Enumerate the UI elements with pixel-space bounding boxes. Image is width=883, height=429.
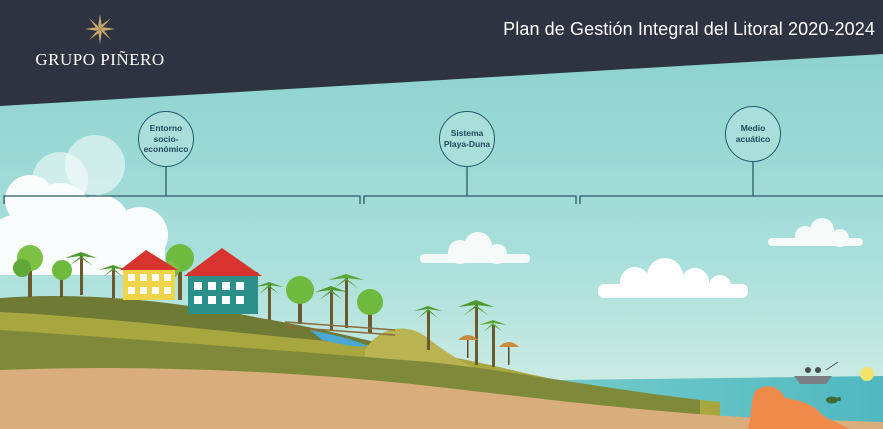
header-band [0,0,883,106]
setting-sun [860,367,874,381]
cloud-middle [420,232,530,264]
palms-dune [414,300,507,367]
trees-middle [255,274,383,333]
beach-umbrellas [458,335,519,365]
fishing-boat [794,361,839,384]
yellow-house [120,250,178,300]
sand [0,367,883,429]
teal-building [184,248,262,314]
brand-logo: GRUPO PIÑERO [30,12,170,70]
cloud-right-bottom [598,258,748,298]
creek [310,330,368,347]
cloud-right-top [768,218,863,247]
section-brackets [3,162,883,204]
boardwalk [284,321,396,336]
page-title: Plan de Gestión Integral del Litoral 202… [503,19,875,39]
sun-star-logo-icon [84,13,116,45]
node-label: Sistema Playa-Duna [443,128,491,149]
node-medio-acuatico: Medio acuático [725,106,781,162]
turtle [826,396,841,404]
node-entorno-socioeconomico: Entorno socio- económico [138,111,194,167]
brand-name: GRUPO PIÑERO [35,50,165,69]
node-label: Entorno socio- económico [143,123,189,155]
node-label: Medio acuático [735,123,771,144]
reef [748,386,850,429]
node-sistema-playa-duna: Sistema Playa-Duna [439,111,495,167]
